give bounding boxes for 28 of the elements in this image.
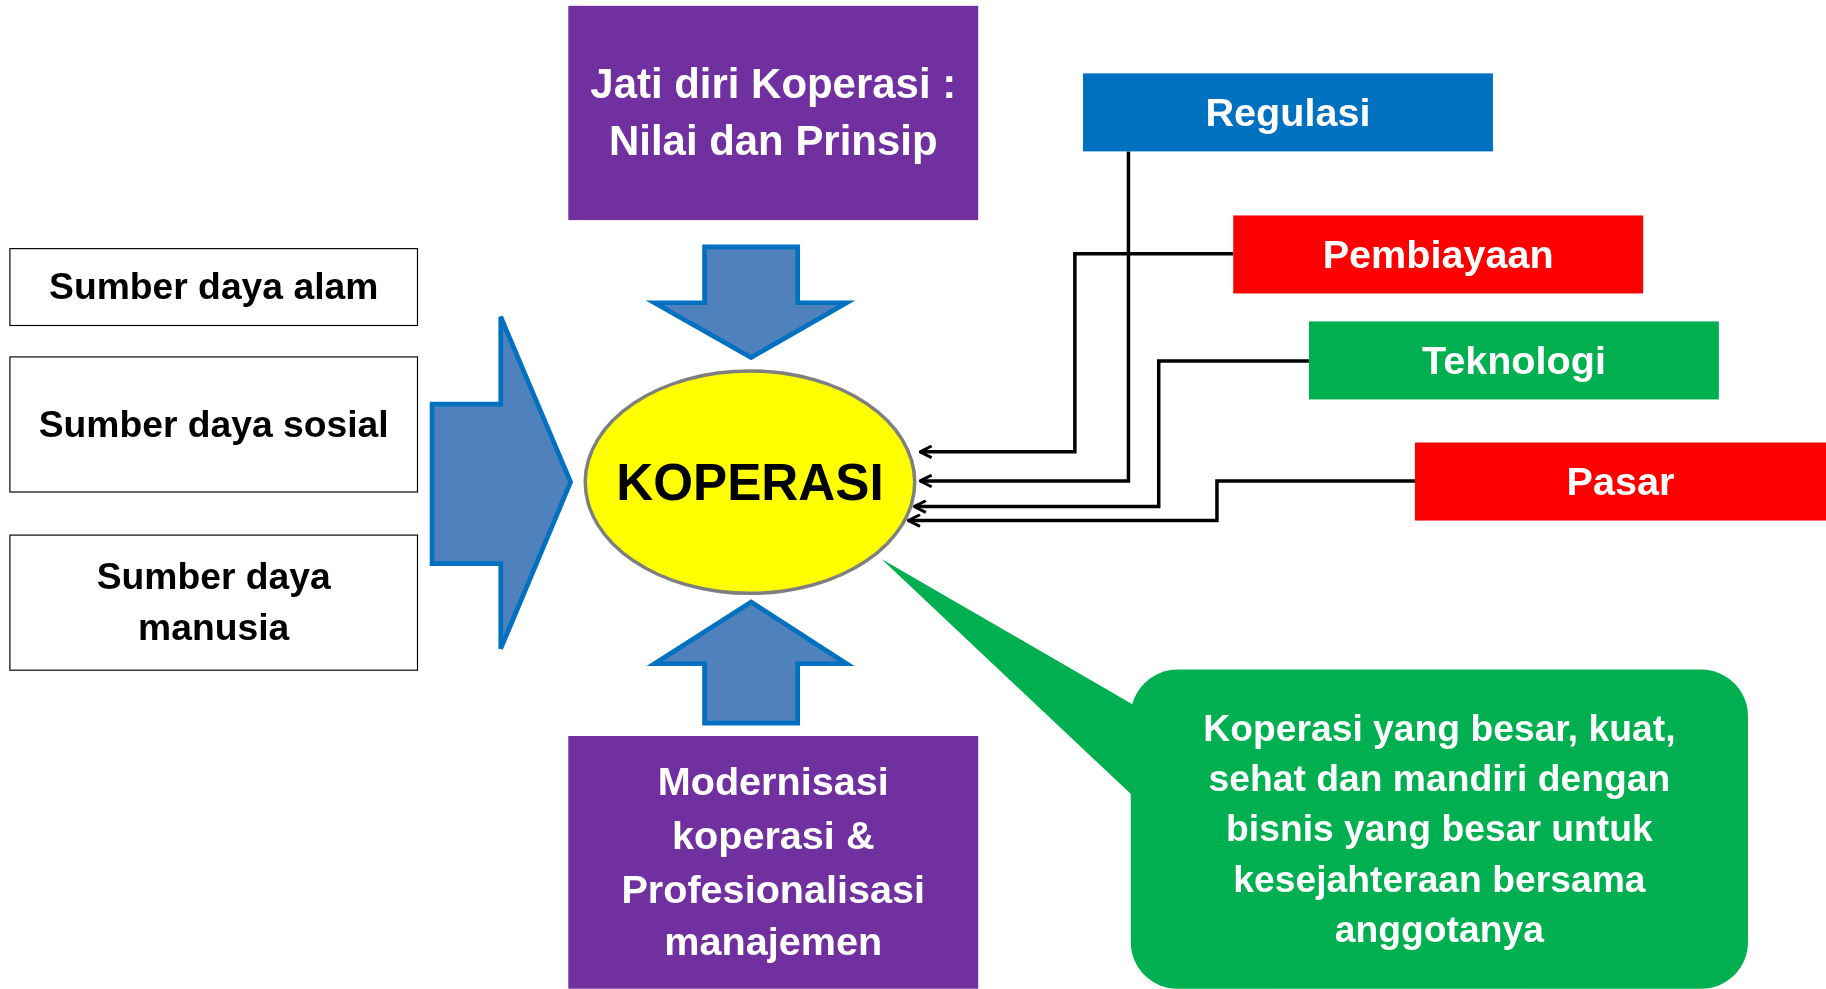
block-arrow bbox=[646, 599, 855, 726]
process-box bbox=[568, 736, 979, 989]
node-text: Regulasi bbox=[1205, 88, 1371, 136]
arrow bbox=[918, 252, 1234, 460]
input-box bbox=[9, 534, 419, 671]
arrow bbox=[906, 479, 1415, 528]
process-box bbox=[568, 5, 979, 221]
node-text: Pembiayaan bbox=[1322, 230, 1554, 278]
node-text: Pasar bbox=[1566, 457, 1675, 505]
callout-bubble bbox=[1130, 669, 1748, 989]
node-text: KOPERASI bbox=[616, 452, 884, 513]
factor-box bbox=[1233, 215, 1644, 294]
node-text: Modernisasi koperasi & Profesionalisasi manajemen bbox=[620, 757, 927, 966]
input-box bbox=[9, 356, 419, 493]
node-text: Sumber daya sosial bbox=[38, 401, 389, 447]
block-arrow bbox=[645, 244, 856, 361]
node-text: Sumber daya manusia bbox=[95, 554, 332, 651]
factor-box bbox=[1308, 321, 1719, 400]
factor-box bbox=[1083, 73, 1493, 152]
input-box bbox=[9, 248, 419, 327]
arrow bbox=[912, 359, 1309, 514]
factor-box bbox=[1414, 442, 1826, 521]
node-text: Teknologi bbox=[1421, 336, 1606, 384]
node-text: Jati diri Koperasi : Nilai dan Prinsip bbox=[589, 58, 958, 167]
block-arrow bbox=[429, 314, 574, 651]
arrow bbox=[918, 151, 1131, 489]
node-text: Koperasi yang besar, kuat, sehat dan mandiri dengan bisnis yang besar untuk kesejahteraan bersama anggotanya bbox=[1202, 705, 1677, 952]
node-text: Sumber daya alam bbox=[49, 264, 379, 310]
